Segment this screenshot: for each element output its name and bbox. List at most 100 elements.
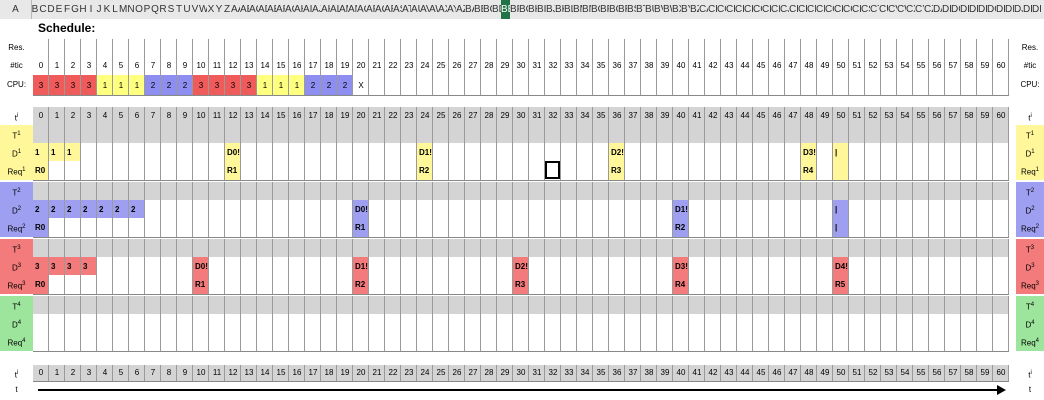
grid-cell[interactable]: [241, 296, 257, 314]
grid-cell[interactable]: [897, 257, 913, 275]
grid-cell[interactable]: [593, 125, 609, 143]
grid-cell[interactable]: [177, 218, 193, 237]
grid-cell[interactable]: [737, 143, 753, 161]
grid-cell[interactable]: [193, 125, 209, 143]
column-header-as[interactable]: AS: [393, 4, 402, 15]
grid-cell[interactable]: [65, 257, 81, 275]
grid-cell[interactable]: [257, 257, 273, 275]
column-header-s[interactable]: S: [167, 4, 175, 15]
grid-cell[interactable]: [897, 75, 913, 95]
grid-cell[interactable]: [49, 107, 65, 125]
grid-cell[interactable]: [769, 239, 785, 257]
column-header-bd[interactable]: BD: [492, 4, 501, 15]
grid-cell[interactable]: [545, 314, 561, 332]
grid-cell[interactable]: [33, 239, 49, 257]
grid-cell[interactable]: [753, 57, 769, 75]
grid-cell[interactable]: [993, 275, 1009, 294]
grid-cell[interactable]: [641, 257, 657, 275]
grid-cell[interactable]: [593, 200, 609, 218]
grid-cell[interactable]: [737, 275, 753, 294]
grid-cell[interactable]: [929, 39, 945, 57]
grid-cell[interactable]: [33, 332, 49, 351]
grid-cell[interactable]: [129, 332, 145, 351]
grid-cell[interactable]: [257, 125, 273, 143]
grid-cell[interactable]: [657, 296, 673, 314]
grid-cell[interactable]: [337, 75, 353, 95]
grid-cell[interactable]: [497, 107, 513, 125]
grid-cell[interactable]: [305, 239, 321, 257]
grid-cell[interactable]: [353, 314, 369, 332]
column-header-ap[interactable]: AP: [366, 4, 375, 15]
grid-cell[interactable]: [641, 332, 657, 351]
grid-cell[interactable]: [801, 39, 817, 57]
grid-cell[interactable]: [513, 314, 529, 332]
grid-cell[interactable]: [289, 161, 305, 180]
grid-cell[interactable]: [721, 75, 737, 95]
grid-cell[interactable]: [257, 161, 273, 180]
grid-cell[interactable]: [417, 332, 433, 351]
grid-cell[interactable]: [945, 182, 961, 200]
grid-cell[interactable]: [97, 182, 113, 200]
grid-cell[interactable]: [129, 107, 145, 125]
grid-cell[interactable]: [641, 239, 657, 257]
grid-cell[interactable]: [529, 182, 545, 200]
grid-cell[interactable]: [945, 332, 961, 351]
grid-cell[interactable]: [625, 125, 641, 143]
column-header-db[interactable]: DB: [942, 4, 951, 15]
column-header-ca[interactable]: CA: [699, 4, 708, 15]
grid-cell[interactable]: [433, 314, 449, 332]
grid-cell[interactable]: [481, 125, 497, 143]
grid-cell[interactable]: [81, 275, 97, 294]
grid-cell[interactable]: [177, 107, 193, 125]
column-header-bb[interactable]: BB: [474, 4, 483, 15]
column-header-ci[interactable]: CI: [771, 4, 780, 15]
grid-cell[interactable]: [577, 143, 593, 161]
grid-cell[interactable]: [433, 296, 449, 314]
grid-cell[interactable]: [113, 125, 129, 143]
grid-cell[interactable]: [705, 275, 721, 294]
grid-cell[interactable]: [33, 125, 49, 143]
grid-cell[interactable]: [401, 218, 417, 237]
grid-cell[interactable]: [321, 314, 337, 332]
grid-cell[interactable]: [305, 275, 321, 294]
grid-cell[interactable]: [657, 314, 673, 332]
grid-cell[interactable]: [497, 200, 513, 218]
grid-cell[interactable]: [321, 218, 337, 237]
grid-cell[interactable]: [625, 296, 641, 314]
grid-cell[interactable]: [689, 275, 705, 294]
grid-cell[interactable]: [161, 314, 177, 332]
grid-cell[interactable]: [769, 365, 785, 381]
grid-cell[interactable]: [449, 296, 465, 314]
grid-cell[interactable]: [257, 200, 273, 218]
grid-cell[interactable]: [481, 143, 497, 161]
column-header-af[interactable]: AF: [276, 4, 285, 15]
grid-cell[interactable]: [145, 125, 161, 143]
grid-cell[interactable]: [401, 239, 417, 257]
grid-cell[interactable]: [609, 125, 625, 143]
grid-cell[interactable]: [97, 257, 113, 275]
grid-cell[interactable]: [561, 57, 577, 75]
grid-cell[interactable]: [321, 275, 337, 294]
grid-cell[interactable]: [705, 57, 721, 75]
grid-cell[interactable]: [625, 39, 641, 57]
grid-cell[interactable]: [497, 125, 513, 143]
grid-cell[interactable]: [689, 39, 705, 57]
grid-cell[interactable]: [161, 218, 177, 237]
grid-cell[interactable]: [849, 161, 865, 180]
grid-cell[interactable]: [449, 218, 465, 237]
grid-cell[interactable]: [81, 57, 97, 75]
grid-cell[interactable]: [785, 239, 801, 257]
grid-cell[interactable]: [705, 182, 721, 200]
grid-cell[interactable]: [657, 107, 673, 125]
grid-cell[interactable]: [913, 296, 929, 314]
grid-cell[interactable]: [33, 218, 49, 237]
grid-cell[interactable]: [753, 239, 769, 257]
grid-cell[interactable]: [929, 143, 945, 161]
grid-cell[interactable]: [289, 365, 305, 381]
grid-cell[interactable]: [945, 107, 961, 125]
grid-cell[interactable]: [625, 182, 641, 200]
grid-cell[interactable]: [593, 296, 609, 314]
grid-cell[interactable]: [449, 332, 465, 351]
grid-cell[interactable]: [289, 296, 305, 314]
grid-cell[interactable]: [529, 200, 545, 218]
